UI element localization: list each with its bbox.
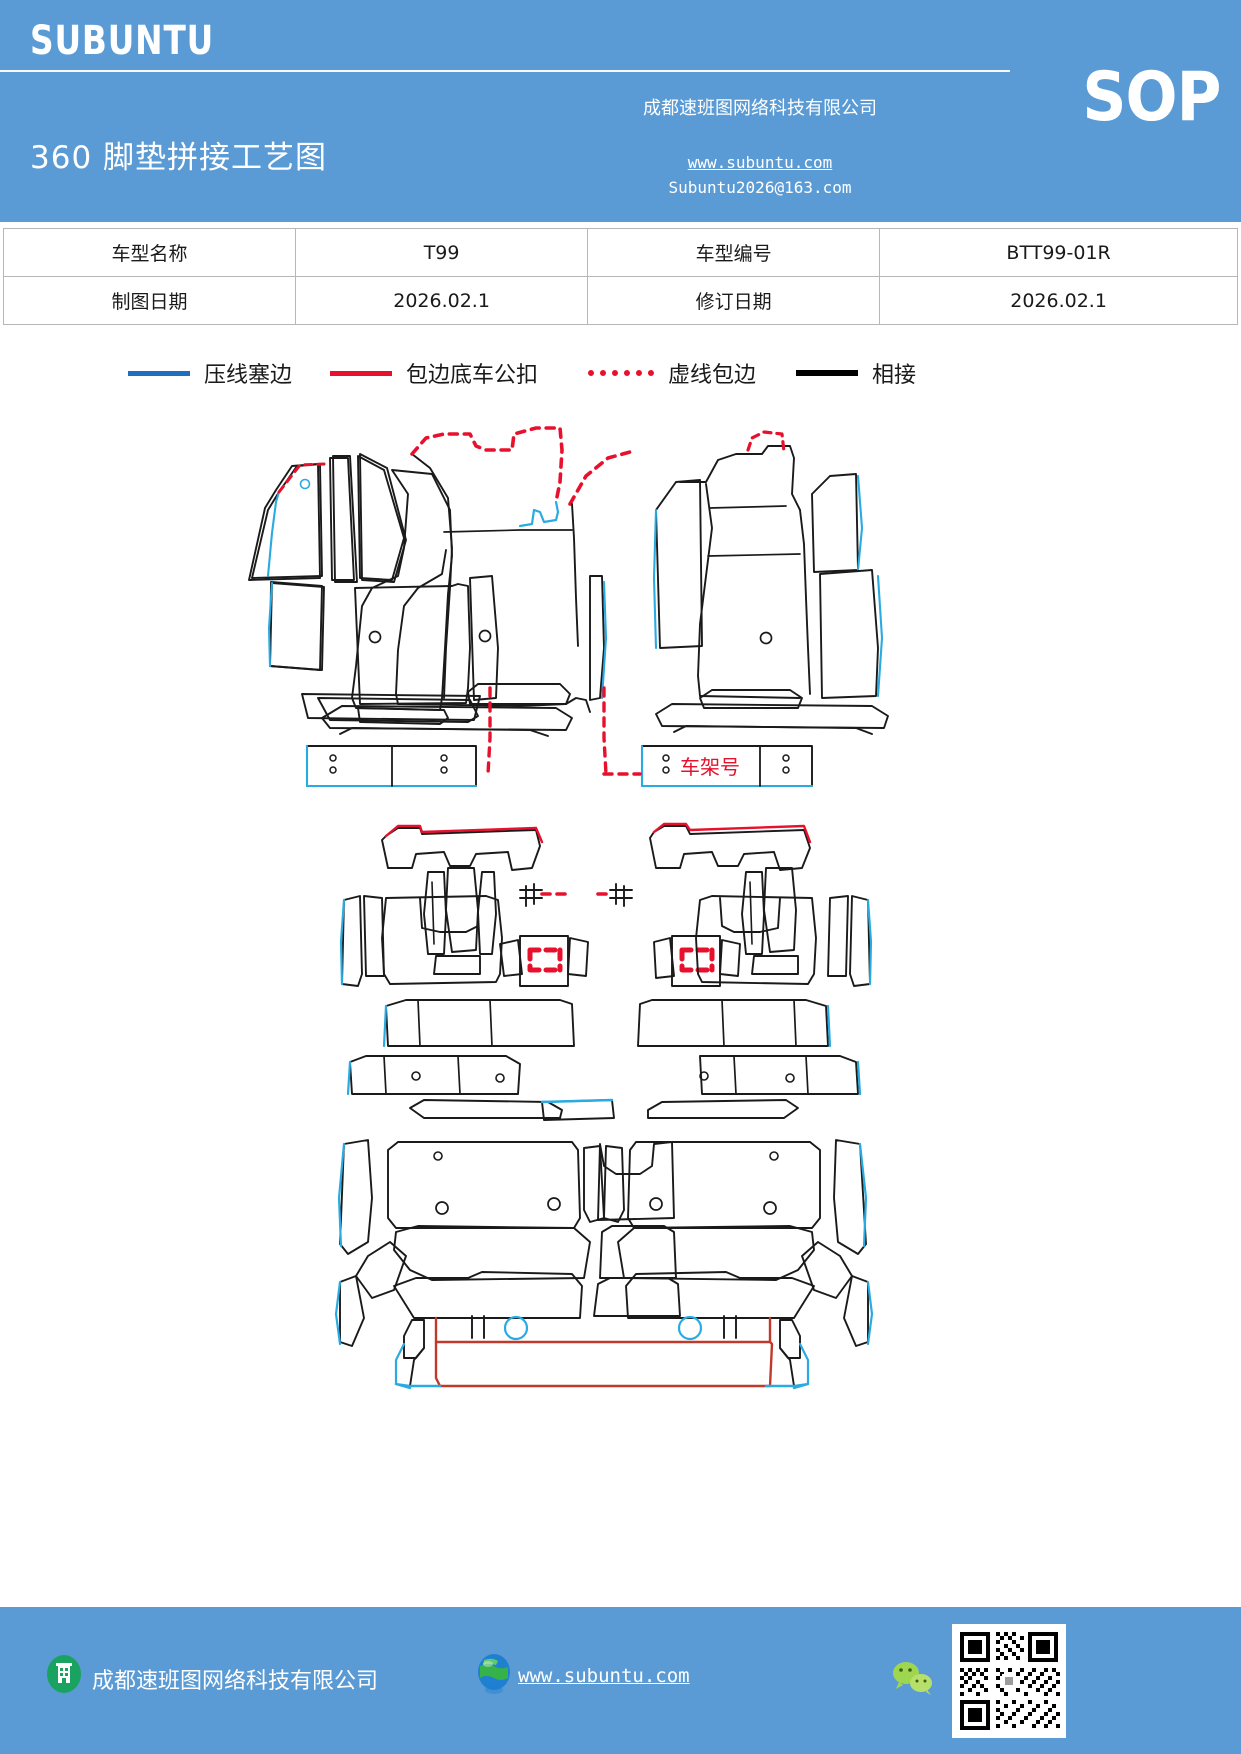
legend-label-3: 相接 bbox=[872, 363, 917, 388]
legend-item-3: 相接 bbox=[796, 352, 916, 394]
header-divider bbox=[0, 70, 1010, 72]
qr-code-icon bbox=[952, 1624, 1066, 1738]
line-solid-red-icon bbox=[330, 370, 392, 376]
building-icon bbox=[44, 1654, 84, 1694]
wechat-icon bbox=[890, 1659, 936, 1695]
document-footer: 成都速班图网络科技有限公司 www.subuntu.com bbox=[0, 1607, 1241, 1754]
front-row-driver-detail bbox=[251, 426, 632, 788]
line-dotted-red-icon bbox=[588, 370, 654, 376]
annotation-vin-label: 车架号 bbox=[680, 755, 740, 779]
legend-label-1: 包边底车公扣 bbox=[406, 363, 539, 388]
table-row: 制图日期 2026.02.1 修订日期 2026.02.1 bbox=[2, 276, 1238, 325]
trunk-area bbox=[394, 1316, 810, 1390]
legend-item-2: 虚线包边 bbox=[588, 352, 756, 394]
label-model-code: 车型编号 bbox=[587, 228, 881, 277]
value-revise-date: 2026.02.1 bbox=[879, 276, 1238, 325]
third-row-left bbox=[334, 1055, 605, 1347]
footer-website-link[interactable]: www.subuntu.com bbox=[518, 1665, 690, 1687]
footer-company-name: 成都速班图网络科技有限公司 bbox=[92, 1669, 379, 1694]
page-title: 360 脚垫拼接工艺图 bbox=[30, 140, 328, 176]
brand-logo: SUBUNTU bbox=[30, 18, 215, 64]
legend-item-0: 压线塞边 bbox=[128, 352, 292, 394]
document-header: SUBUNTU 360 脚垫拼接工艺图 SOP 成都速班图网络科技有限公司 ww… bbox=[0, 0, 1241, 222]
third-row-center bbox=[540, 1098, 681, 1317]
second-row-right bbox=[637, 822, 832, 1048]
line-style-legend: 压线塞边 包边底车公扣 虚线包边 相接 bbox=[0, 352, 1241, 394]
table-row: 车型名称 T99 车型编号 BTT99-01R bbox=[2, 228, 1238, 277]
header-email: Subuntu2026@163.com bbox=[668, 178, 852, 197]
label-revise-date: 修订日期 bbox=[587, 276, 881, 325]
label-draw-date: 制图日期 bbox=[2, 276, 297, 325]
vehicle-info-table: 车型名称 T99 车型编号 BTT99-01R 制图日期 2026.02.1 修… bbox=[2, 228, 1238, 325]
legend-label-0: 压线塞边 bbox=[204, 363, 293, 388]
floor-mat-technical-drawing: 车架号 bbox=[0, 398, 1241, 1428]
sop-badge: SOP bbox=[1082, 58, 1222, 137]
value-draw-date: 2026.02.1 bbox=[295, 276, 589, 325]
header-company-name: 成都速班图网络科技有限公司 bbox=[643, 98, 877, 119]
front-row-driver bbox=[248, 455, 499, 725]
second-row-outer-panels bbox=[339, 883, 873, 987]
third-row-right bbox=[603, 1055, 874, 1347]
second-row-left bbox=[381, 824, 589, 1048]
header-website-link[interactable]: www.subuntu.com bbox=[687, 153, 833, 172]
legend-item-1: 包边底车公扣 bbox=[330, 352, 538, 394]
value-model-code: BTT99-01R bbox=[879, 228, 1238, 277]
label-model-name: 车型名称 bbox=[2, 228, 297, 277]
front-row-passenger: 车架号 bbox=[602, 430, 889, 788]
line-solid-black-icon bbox=[796, 370, 858, 376]
line-solid-blue-icon bbox=[128, 370, 190, 376]
value-model-name: T99 bbox=[295, 228, 589, 277]
globe-icon bbox=[474, 1652, 514, 1696]
legend-label-2: 虚线包边 bbox=[668, 363, 757, 388]
